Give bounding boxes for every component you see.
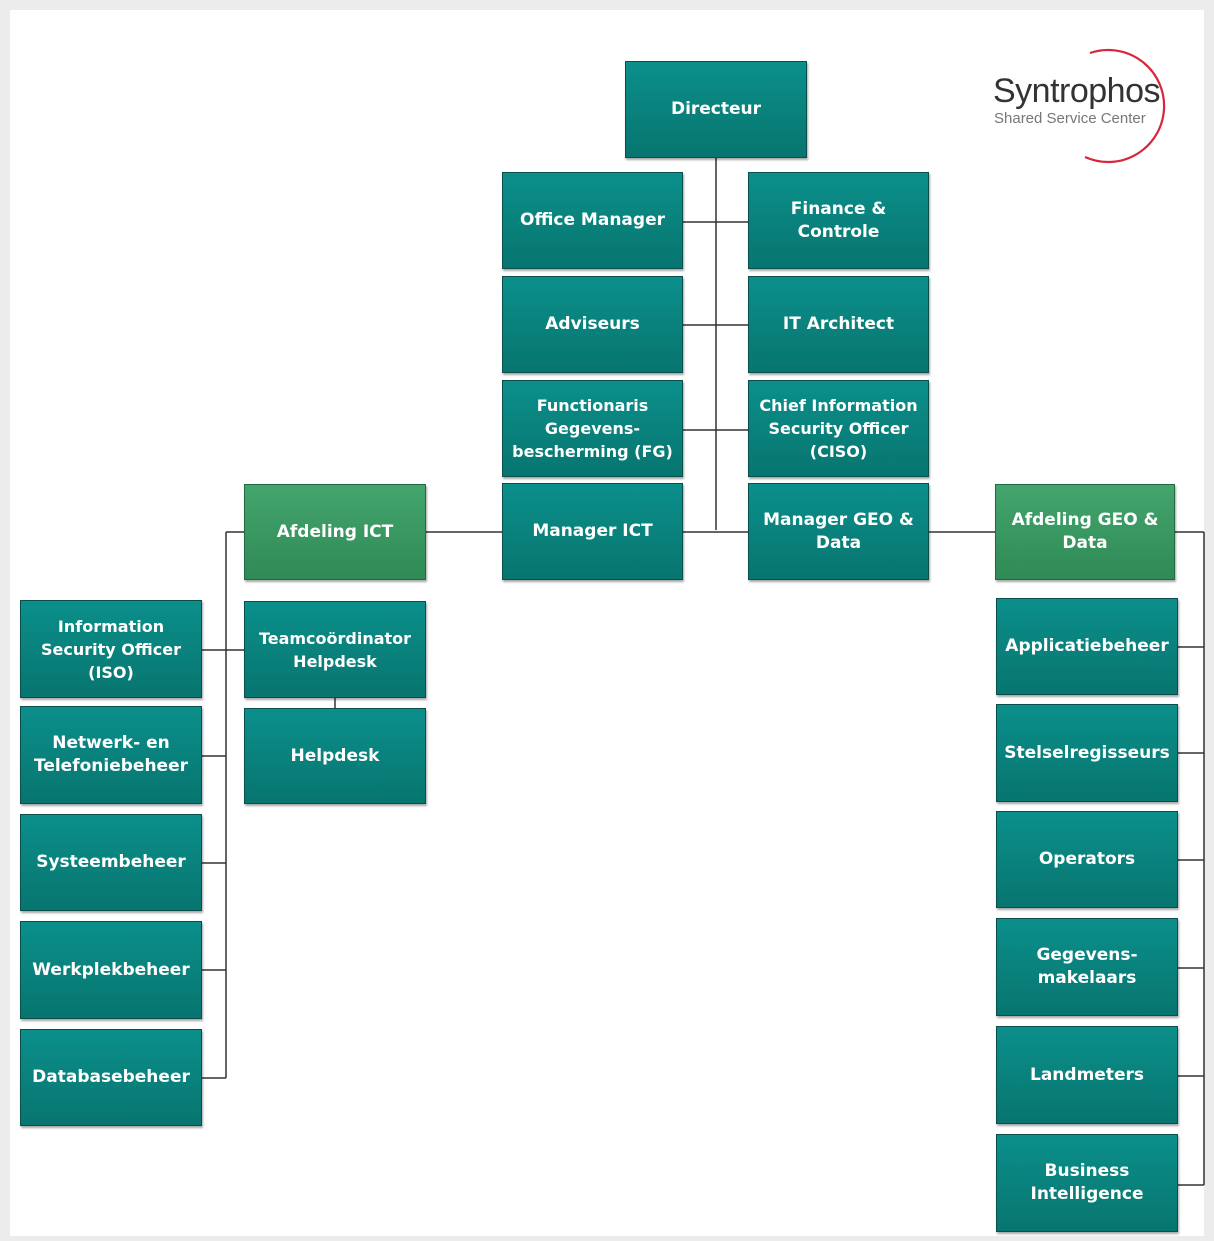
teamcoordinator-helpdesk-box: Teamcoördinator Helpdesk — [244, 601, 426, 698]
office-manager-box: Office Manager — [502, 172, 683, 269]
stelselregisseurs-box: Stelselregisseurs — [996, 704, 1178, 802]
adviseurs-box: Adviseurs — [502, 276, 683, 373]
fg-box: Functionaris Gegevens- bescherming (FG) — [502, 380, 683, 477]
applicatiebeheer-box: Applicatiebeheer — [996, 598, 1178, 695]
finance-controle-box: Finance & Controle — [748, 172, 929, 269]
afdeling-geo-data-box: Afdeling GEO & Data — [995, 484, 1175, 580]
logo-name: Syntrophos — [993, 72, 1161, 110]
databasebeheer-box: Databasebeheer — [20, 1029, 202, 1126]
netwerk-telefoniebeheer-box: Netwerk- en Telefoniebeheer — [20, 706, 202, 804]
werkplekbeheer-box: Werkplekbeheer — [20, 921, 202, 1019]
business-intelligence-box: Business Intelligence — [996, 1134, 1178, 1232]
it-architect-box: IT Architect — [748, 276, 929, 373]
director-box: Directeur — [625, 61, 807, 158]
manager-geo-box: Manager GEO & Data — [748, 483, 929, 580]
logo-subtitle: Shared Service Center — [994, 110, 1146, 127]
systeembeheer-box: Systeembeheer — [20, 814, 202, 911]
afdeling-ict-box: Afdeling ICT — [244, 484, 426, 580]
iso-box: Information Security Officer (ISO) — [20, 600, 202, 698]
operators-box: Operators — [996, 811, 1178, 908]
manager-ict-box: Manager ICT — [502, 483, 683, 580]
logo-arc-icon — [1084, 48, 1166, 164]
gegevensmakelaars-box: Gegevens- makelaars — [996, 918, 1178, 1016]
ciso-box: Chief Information Security Officer (CISO… — [748, 380, 929, 477]
helpdesk-box: Helpdesk — [244, 708, 426, 804]
syntrophos-logo: Syntrophos Shared Service Center — [985, 45, 1185, 165]
landmeters-box: Landmeters — [996, 1026, 1178, 1124]
